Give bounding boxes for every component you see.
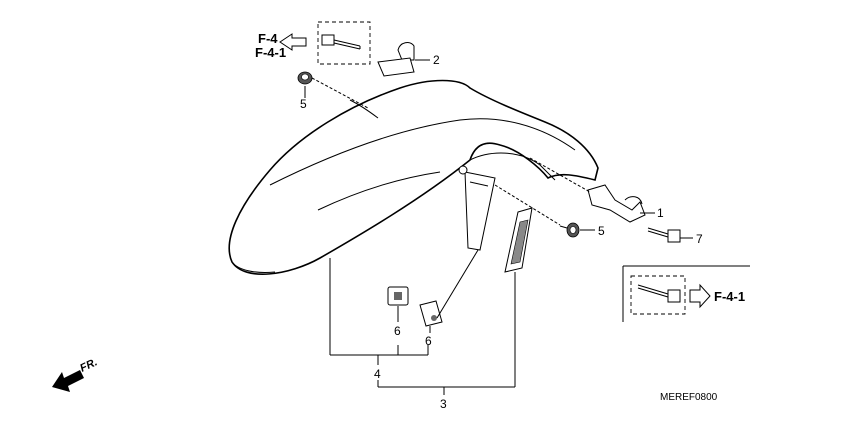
clip-nut-right [419,300,443,327]
fr-label: FR. [78,356,99,374]
part-code: MEREF0800 [660,392,718,403]
ref-arrow-inset [689,283,711,309]
callout-6-left: 6 [394,324,401,338]
callout-7: 7 [696,232,703,246]
front-direction-arrow: FR. [52,356,99,392]
wire-clip [377,42,415,77]
callout-4: 4 [374,367,381,381]
callout-3: 3 [440,397,447,411]
callout-2: 2 [433,53,440,67]
front-fender [228,79,599,275]
bracket-1 [587,184,646,223]
fender-stay-plate [458,165,496,251]
ref-arrow-top: F-4 F-4-1 [255,31,307,60]
ref-label-inset: F-4-1 [714,289,745,304]
fender-emblem [504,207,533,273]
callout-5-top: 5 [300,97,307,111]
callout-5-right: 5 [598,224,605,238]
callout-6-right: 6 [425,334,432,348]
top-bolt-group [317,21,415,77]
inset-bolt [637,284,681,303]
inset-panel: F-4-1 [622,265,750,322]
ref-label-f4: F-4 [258,31,278,46]
callout-1: 1 [657,206,664,220]
bolt-7 [647,227,681,243]
flange-bolt [321,34,361,50]
rubber-grommet-top [297,71,313,94]
leader-lines [304,59,693,395]
rubber-grommet-right [559,222,580,238]
clip-nut-left [387,286,409,306]
ref-label-f41: F-4-1 [255,45,286,60]
